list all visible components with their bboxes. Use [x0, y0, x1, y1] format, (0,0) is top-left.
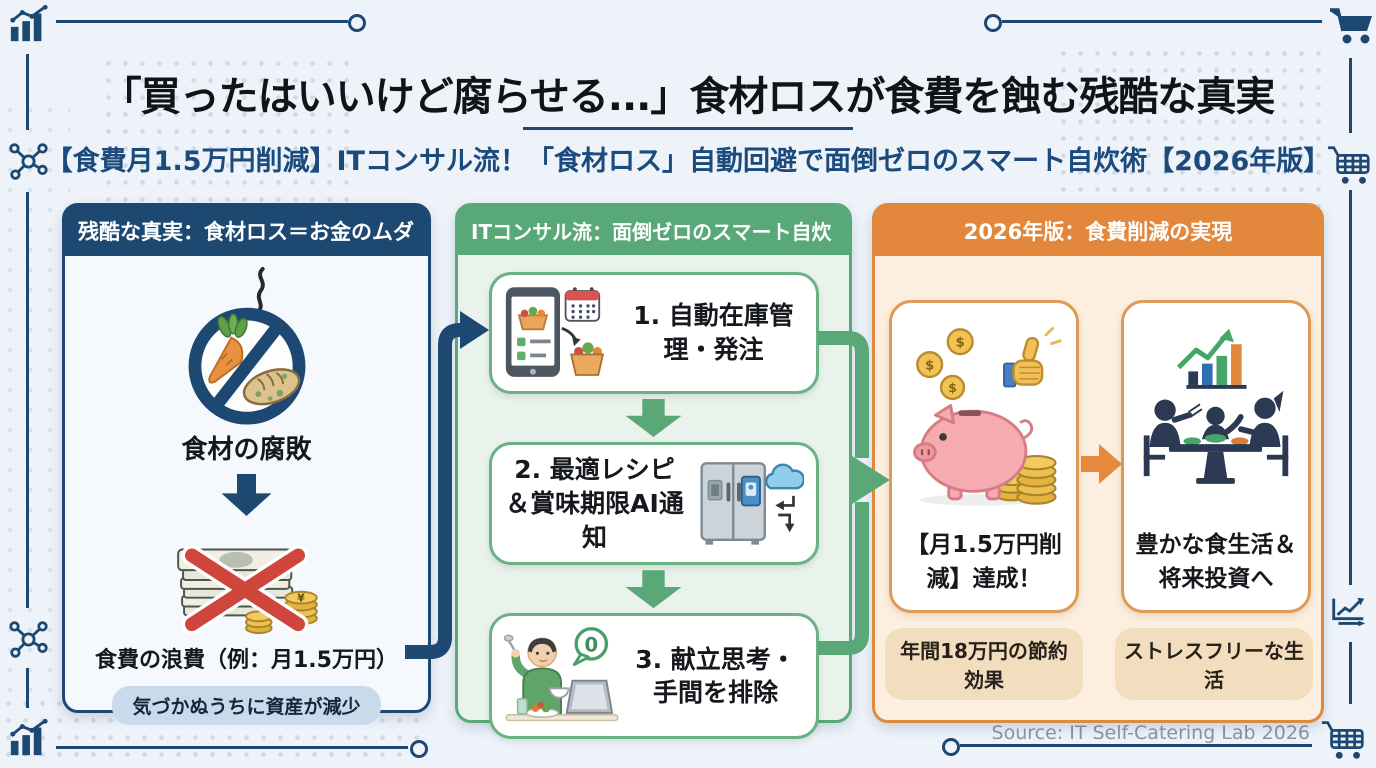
dollar-symbol: $ — [956, 336, 965, 351]
dollar-symbol: $ — [925, 358, 934, 373]
network-icon — [9, 143, 48, 180]
network-icon — [9, 621, 48, 658]
zero-waste-bubble: 0 — [584, 634, 598, 657]
outcome-label-savings: 【月1.5万円削減】達成！ — [906, 532, 1062, 592]
frame-line-right-1 — [1349, 58, 1352, 133]
problem-badge: 気づかぬうちに資産が減少 — [112, 686, 381, 725]
line-chart-icon — [1332, 597, 1366, 627]
rotten-food-prohibition-icon — [188, 266, 305, 425]
step-card-2: 2. 最適レシピ＆賞味期限AI通知 — [488, 442, 819, 566]
trend-chart-icon — [10, 718, 48, 756]
step-label-3: 3. 献立思考・手間を排除 — [635, 644, 796, 708]
frame-line-right-2 — [1349, 190, 1352, 585]
outcome-badge-savings: 年間18万円の節約効果 — [885, 628, 1083, 700]
step-label-2: 2. 最適レシピ＆賞味期限AI通知 — [505, 455, 684, 552]
dollar-symbol: $ — [948, 381, 957, 395]
frame-line-bottom-right — [960, 744, 1312, 747]
outcome-badge-lifestyle: ストレスフリーな生活 — [1115, 628, 1313, 700]
frame-line-top-right — [1002, 20, 1322, 23]
arrow-right-orange-icon — [1081, 444, 1122, 484]
step-card-1: 1. 自動在庫管理・発注 — [488, 272, 819, 394]
down-arrow-icon — [221, 474, 272, 516]
piggy-bank-coins-icon: $ $ $ — [913, 327, 1062, 506]
frame-line-left-2 — [26, 192, 29, 608]
panel-solution: ITコンサル流：面倒ゼロのスマート自炊 — [455, 203, 852, 740]
trend-chart-icon — [10, 4, 48, 42]
smart-fridge-cloud-icon — [699, 462, 804, 545]
frame-circle-bottom-left — [410, 740, 428, 758]
frame-line-top-left — [56, 20, 348, 23]
frame-line-left-1 — [26, 54, 29, 130]
outcome-card-savings: $ $ $ — [889, 300, 1079, 613]
yen-symbol: ¥ — [297, 592, 305, 605]
cart-grid-icon — [1328, 146, 1370, 184]
connector-problem-to-solution — [405, 311, 489, 659]
panel-problem-header: 残酷な真実：食材ロス＝お金のムダ — [64, 205, 429, 256]
step-card-3: 0 3. 献立 — [488, 613, 819, 740]
dot-pattern-left-edge — [0, 100, 70, 700]
outcome-card-lifestyle: 豊かな食生活＆将来投資へ — [1121, 300, 1311, 613]
panel-solution-header: ITコンサル流：面倒ゼロのスマート自炊 — [457, 205, 850, 255]
wasted-money-icon: ¥ — [177, 545, 318, 635]
panel-outcome-header: 2026年版：食費削減の実現 — [874, 205, 1322, 256]
step-label-1: 1. 自動在庫管理・発注 — [633, 301, 794, 364]
title-divider — [523, 127, 853, 130]
frame-circle-top-right — [984, 14, 1002, 32]
page-subtitle: 【食費月1.5万円削減】ITコンサル流！「食材ロス」自動回避で面倒ゼロのスマート… — [45, 146, 1331, 177]
spoilage-label: 食材の腐敗 — [181, 435, 312, 465]
source-note: Source: IT Self-Catering Lab 2026 — [991, 722, 1310, 744]
waste-label: 食費の浪費（例：月1.5万円） — [95, 648, 398, 673]
frame-line-bottom-left — [56, 746, 408, 749]
frame-line-left-3 — [26, 668, 29, 708]
frame-circle-bottom-right — [942, 738, 960, 756]
panel-problem: 残酷な真実：食材ロス＝お金のムダ — [62, 203, 431, 725]
frame-circle-top-left — [348, 14, 366, 32]
outcome-label-lifestyle: 豊かな食生活＆将来投資へ — [1135, 532, 1297, 592]
panel-outcome: 2026年版：食費削減の実現 $ $ $ — [872, 203, 1324, 723]
family-dining-growth-icon — [1143, 328, 1289, 485]
down-arrow-icon — [625, 399, 682, 437]
down-arrow-icon — [625, 570, 682, 609]
cart-grid-icon — [1321, 721, 1364, 759]
connector-solution-to-outcome — [818, 331, 890, 655]
effortless-eating-icon: 0 — [503, 627, 618, 722]
frame-line-right-3 — [1349, 642, 1352, 704]
page-title: 「買ったはいいけど腐らせる...」食材ロスが食費を蝕む残酷な真実 — [101, 74, 1276, 120]
cart-filled-icon — [1330, 8, 1372, 44]
inventory-app-icon — [505, 287, 604, 377]
